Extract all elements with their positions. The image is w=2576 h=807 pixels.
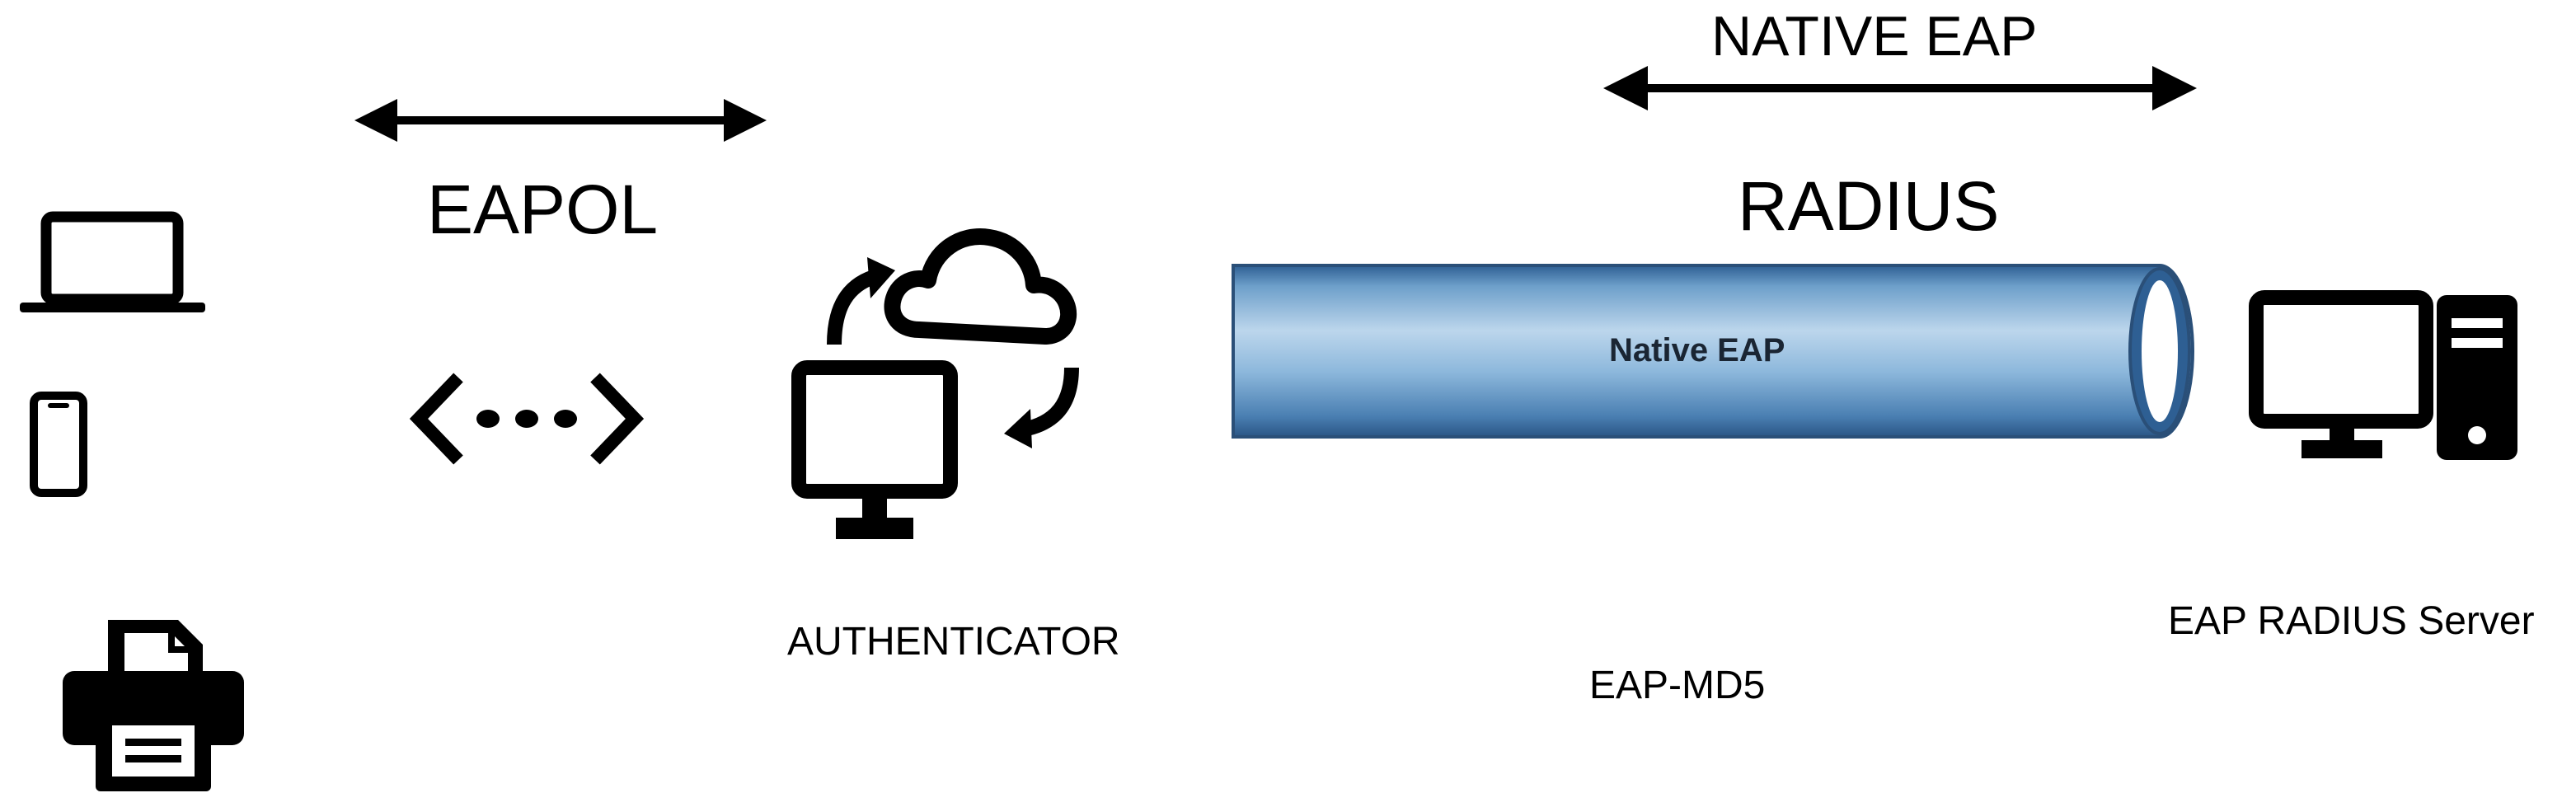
double-arrow-icon <box>354 99 767 142</box>
server-label: EAP RADIUS Server <box>2168 599 2535 643</box>
radius-label: RADIUS <box>1738 167 2000 245</box>
authenticator-label: AUTHENTICATOR <box>787 620 1120 664</box>
monitor-cloud-sync-icon <box>791 228 1079 539</box>
laptop-icon <box>20 211 205 312</box>
native-eap-label: NATIVE EAP <box>1711 5 2038 68</box>
radius-tunnel <box>1232 264 2194 439</box>
printer-icon <box>63 620 244 791</box>
desktop-tower-icon <box>2249 290 2517 460</box>
eapol-label: EAPOL <box>427 171 659 248</box>
tunnel-label: Native EAP <box>1609 332 1785 368</box>
double-arrow-icon <box>1603 66 2197 110</box>
method-label: EAP-MD5 <box>1589 664 1766 707</box>
smartphone-icon <box>30 392 87 497</box>
network-link-icon <box>409 373 645 465</box>
